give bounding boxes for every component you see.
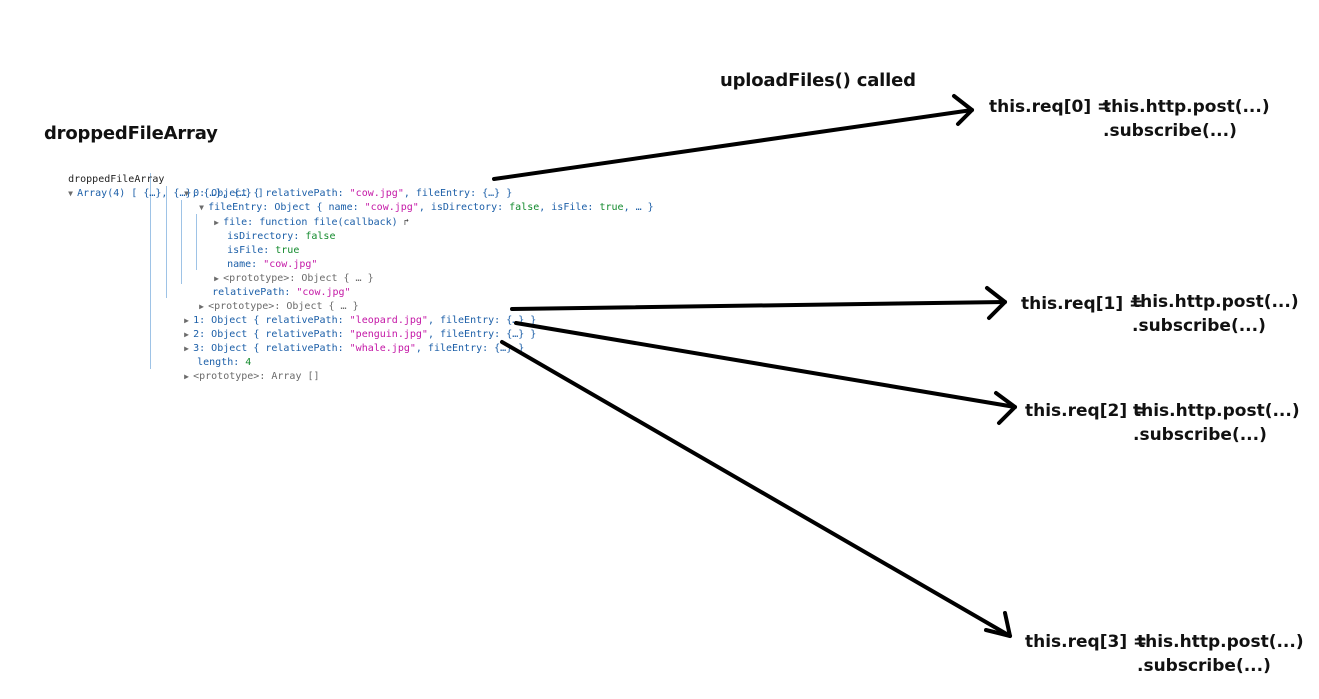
tree-row-prototype[interactable]: ▶ <prototype>: Object { … } <box>190 258 374 284</box>
req-3-sub: .subscribe(...) <box>1137 656 1271 676</box>
req-0-lhs: this.req[0] = <box>989 97 1112 117</box>
tree-guide-line <box>181 200 182 284</box>
file-key: file: <box>223 217 260 228</box>
item-index: 3: <box>193 343 206 354</box>
req-2-lhs: this.req[2] = <box>1025 401 1148 421</box>
req-3-lhs: this.req[3] = <box>1025 632 1148 652</box>
expand-triangle-icon[interactable]: ▶ <box>184 316 189 325</box>
relativepath-val: "cow.jpg" <box>296 287 351 298</box>
collapse-triangle-icon[interactable]: ▼ <box>199 203 204 212</box>
tree-row-prototype[interactable]: ▶ <prototype>: Array [] <box>160 356 319 382</box>
prototype-key: <prototype>: <box>223 273 302 284</box>
fileentry-isdir-val: false <box>509 202 540 213</box>
fileentry-name: "cow.jpg" <box>364 202 419 213</box>
fileentry-end: , … } <box>623 202 654 213</box>
relativepath-key: relativePath: <box>212 287 297 298</box>
expand-triangle-icon[interactable]: ▶ <box>184 330 189 339</box>
req-3-rhs: this.http.post(...) <box>1137 632 1304 652</box>
tree-row-isdirectory: isDirectory: false <box>203 216 335 242</box>
arrow-req-3 <box>500 340 1012 638</box>
fileentry-key: fileEntry: <box>208 202 275 213</box>
item-type: Object { relativePath: <box>211 315 350 326</box>
dropped-file-array-heading: droppedFileArray <box>44 123 218 144</box>
fileentry-obj: Object { name: <box>274 202 365 213</box>
tree-row-fileentry[interactable]: ▼fileEntry: Object { name: "cow.jpg", is… <box>175 187 654 213</box>
collapse-triangle-icon[interactable]: ▼ <box>184 189 189 198</box>
tree-row-file[interactable]: ▶ file: function file(callback) ↱ <box>190 202 409 228</box>
isdirectory-key: isDirectory: <box>227 231 306 242</box>
item-rest: , fileEntry: {…} } <box>427 329 537 340</box>
arrow-req-2 <box>514 321 1017 409</box>
length-val: 4 <box>245 357 252 368</box>
req-2-sub: .subscribe(...) <box>1133 425 1267 445</box>
item-index: 2: <box>193 329 206 340</box>
root-label: droppedFileArray <box>68 174 165 185</box>
tree-guide-line <box>196 214 197 270</box>
fileentry-isfile-key: , isFile: <box>539 202 600 213</box>
tree-row-name: name: "cow.jpg" <box>203 244 317 270</box>
prototype-val: Object { … } <box>286 301 359 312</box>
file-val: function file(callback) <box>259 217 398 228</box>
req-2-rhs: this.http.post(...) <box>1133 401 1300 421</box>
item-rest: , fileEntry: {…} } <box>427 315 537 326</box>
tree-guide-line <box>166 186 167 298</box>
req-1-sub: .subscribe(...) <box>1132 316 1266 336</box>
tree-row-length: length: 4 <box>173 342 251 368</box>
tree-row-root[interactable]: droppedFileArray ▼Array(4) [ {…}, {…}, {… <box>44 159 264 199</box>
arrow-req-0 <box>492 108 974 181</box>
prototype-val: Object { … } <box>301 273 374 284</box>
isfile-key: isFile: <box>227 245 276 256</box>
req-0-rhs: this.http.post(...) <box>1103 97 1270 117</box>
item-index: 0: <box>193 188 206 199</box>
item-type: Object { relativePath: <box>211 188 350 199</box>
isdirectory-val: false <box>305 231 336 242</box>
item-rest: , fileEntry: {…} } <box>403 188 513 199</box>
tree-guide-line <box>150 173 151 369</box>
req-1-lhs: this.req[1] = <box>1021 294 1144 314</box>
arrow-req-1 <box>510 300 1007 311</box>
expand-triangle-icon[interactable]: ▶ <box>184 372 189 381</box>
fileentry-isdir-key: , isDirectory: <box>418 202 510 213</box>
arrowhead-icon <box>985 286 1007 320</box>
length-key: length: <box>197 357 246 368</box>
item-type: Object { relativePath: <box>211 343 350 354</box>
tree-row-item-0[interactable]: ▼ 0: Object { relativePath: "cow.jpg", fi… <box>160 173 512 199</box>
prototype-key: <prototype>: <box>193 371 272 382</box>
expand-triangle-icon[interactable]: ▶ <box>184 344 189 353</box>
arrowhead-icon <box>952 94 974 126</box>
tree-row-relativepath: relativePath: "cow.jpg" <box>188 272 350 298</box>
tree-row-prototype[interactable]: ▶ <prototype>: Object { … } <box>175 286 359 312</box>
tree-row-isfile: isFile: true <box>203 230 299 256</box>
expand-triangle-icon[interactable]: ▶ <box>214 274 219 283</box>
arrowhead-icon <box>984 611 1012 638</box>
fileentry-isfile-val: true <box>599 202 624 213</box>
item-path: "whale.jpg" <box>349 343 416 354</box>
item-rest: , fileEntry: {…} } <box>415 343 525 354</box>
prototype-key: <prototype>: <box>208 301 287 312</box>
item-path: "penguin.jpg" <box>349 329 428 340</box>
name-key: name: <box>227 259 264 270</box>
jump-to-definition-icon[interactable]: ↱ <box>403 218 410 228</box>
isfile-val: true <box>275 245 300 256</box>
item-path: "leopard.jpg" <box>349 315 428 326</box>
arrowhead-icon <box>994 391 1017 425</box>
expand-triangle-icon[interactable]: ▶ <box>214 218 219 227</box>
item-path: "cow.jpg" <box>349 188 404 199</box>
tree-row-item-1[interactable]: ▶ 1: Object { relativePath: "leopard.jpg"… <box>160 300 536 326</box>
root-value: Array(4) [ {…}, {…}, {…}, {…} ] <box>77 188 264 199</box>
collapse-triangle-icon[interactable]: ▼ <box>68 189 73 198</box>
tree-row-item-2[interactable]: ▶ 2: Object { relativePath: "penguin.jpg"… <box>160 314 536 340</box>
prototype-val: Array [] <box>271 371 320 382</box>
name-val: "cow.jpg" <box>263 259 318 270</box>
upload-files-called-heading: uploadFiles() called <box>720 70 916 91</box>
item-index: 1: <box>193 315 206 326</box>
tree-row-item-3[interactable]: ▶ 3: Object { relativePath: "whale.jpg", … <box>160 328 524 354</box>
req-1-rhs: this.http.post(...) <box>1132 292 1299 312</box>
req-0-sub: .subscribe(...) <box>1103 121 1237 141</box>
item-type: Object { relativePath: <box>211 329 350 340</box>
expand-triangle-icon[interactable]: ▶ <box>199 302 204 311</box>
